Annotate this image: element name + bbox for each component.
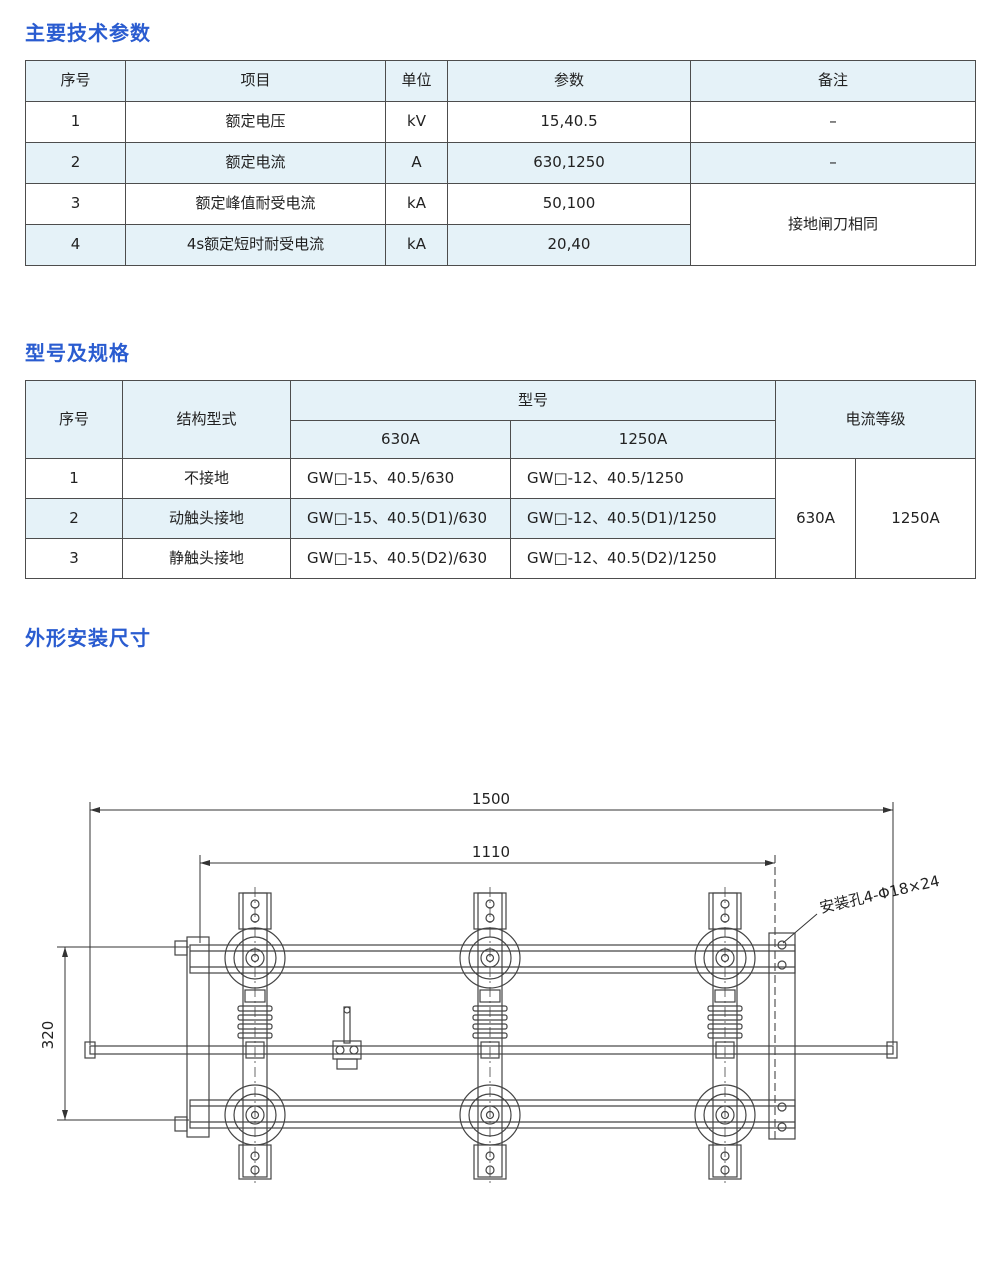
column-subheader-1250: 1250A (509, 420, 777, 459)
cell-value: 15,40.5 (447, 101, 691, 143)
cell-structure: 动触头接地 (122, 498, 291, 539)
cell-note-merged: 接地闸刀相同 (690, 183, 976, 266)
table-row: 1 额定电压 kV 15,40.5 – (25, 101, 976, 143)
pole-assembly-center (459, 887, 521, 1183)
cell-no: 3 (25, 538, 123, 579)
cell-unit: kA (385, 224, 448, 266)
section-title-parameters: 主要技术参数 (25, 21, 151, 45)
column-header-model: 型号 (289, 380, 777, 421)
cell-no: 1 (25, 101, 126, 143)
cell-item: 4s额定短时耐受电流 (125, 224, 386, 266)
column-header-structure: 结构型式 (122, 380, 291, 459)
cell-current-630: 630A (775, 458, 857, 579)
column-header-current: 电流等级 (775, 380, 977, 459)
outline-drawing: 1500 1110 320 安装孔4-Φ18×24 (39, 790, 941, 1183)
parameters-table: 序号 项目 单位 参数 备注 1 额定电压 kV 15,40.5 – 2 额定电… (25, 60, 976, 266)
cell-unit: kA (385, 183, 448, 225)
column-header-item: 项目 (125, 60, 386, 102)
table-row: 4 4s额定短时耐受电流 kA 20,40 (25, 224, 976, 266)
column-header-no: 序号 (25, 380, 123, 459)
operating-mechanism (332, 1006, 362, 1070)
cell-structure: 静触头接地 (122, 538, 291, 579)
cell-note: – (690, 142, 976, 184)
cell-value: 50,100 (447, 183, 691, 225)
cell-model-1250: GW□-12、40.5(D2)/1250 (509, 538, 777, 579)
column-subheader-630: 630A (290, 420, 511, 459)
cell-model-630: GW□-15、40.5(D2)/630 (290, 538, 511, 579)
table-row: 2 额定电流 A 630,1250 – (25, 142, 976, 184)
cell-note: – (690, 101, 976, 143)
cell-item: 额定电流 (125, 142, 386, 184)
table-subheader-row: 630A 1250A (26, 420, 976, 459)
section-title-models: 型号及规格 (25, 341, 130, 365)
cell-value: 630,1250 (447, 142, 691, 184)
switch-frame (84, 932, 898, 1140)
cell-unit: kV (385, 101, 448, 143)
column-header-no: 序号 (25, 60, 126, 102)
cell-model-630: GW□-15、40.5/630 (290, 458, 511, 499)
pole-assembly-right (694, 887, 756, 1183)
cell-item: 额定峰值耐受电流 (125, 183, 386, 225)
dimension-lines (57, 802, 894, 1141)
outline-drawing-wrap: 1500 1110 320 安装孔4-Φ18×24 (25, 665, 975, 1269)
table-row: 3 额定峰值耐受电流 kA 50,100 接地闸刀相同 (25, 183, 976, 266)
table-row: 1 不接地 GW□-15、40.5/630 GW□-12、40.5/1250 6… (25, 458, 977, 579)
cell-structure: 不接地 (122, 458, 291, 499)
cell-no: 2 (25, 142, 126, 184)
cell-item: 额定电压 (125, 101, 386, 143)
cell-no: 2 (25, 498, 123, 539)
column-header-unit: 单位 (385, 60, 448, 102)
cell-model-1250: GW□-12、40.5(D1)/1250 (509, 498, 777, 539)
column-header-value: 参数 (447, 60, 691, 102)
table-row: 2 动触头接地 GW□-15、40.5(D1)/630 GW□-12、40.5(… (25, 498, 976, 539)
cell-no: 4 (25, 224, 126, 266)
pole-assembly-left (224, 887, 286, 1183)
cell-unit: A (385, 142, 448, 184)
cell-no: 1 (25, 458, 123, 499)
cell-current-1250: 1250A (855, 458, 977, 579)
cell-value: 20,40 (447, 224, 691, 266)
dimension-label-height: 320 (39, 1021, 57, 1050)
table-header-row: 序号 结构型式 型号 电流等级 (25, 380, 977, 459)
dimension-label-inner: 1110 (472, 843, 510, 861)
cell-model-1250: GW□-12、40.5/1250 (509, 458, 777, 499)
models-table: 序号 结构型式 型号 电流等级 630A 1250A 1 不接地 GW□-15、… (25, 380, 977, 579)
table-header-row: 序号 项目 单位 参数 备注 (25, 60, 976, 102)
dimension-label-overall: 1500 (472, 790, 510, 808)
table-row: 3 静触头接地 GW□-15、40.5(D2)/630 GW□-12、40.5(… (25, 538, 976, 579)
column-header-note: 备注 (690, 60, 976, 102)
mounting-hole-label: 安装孔4-Φ18×24 (818, 872, 941, 917)
cell-no: 3 (25, 183, 126, 225)
cell-model-630: GW□-15、40.5(D1)/630 (290, 498, 511, 539)
section-title-dimensions: 外形安装尺寸 (25, 626, 151, 650)
